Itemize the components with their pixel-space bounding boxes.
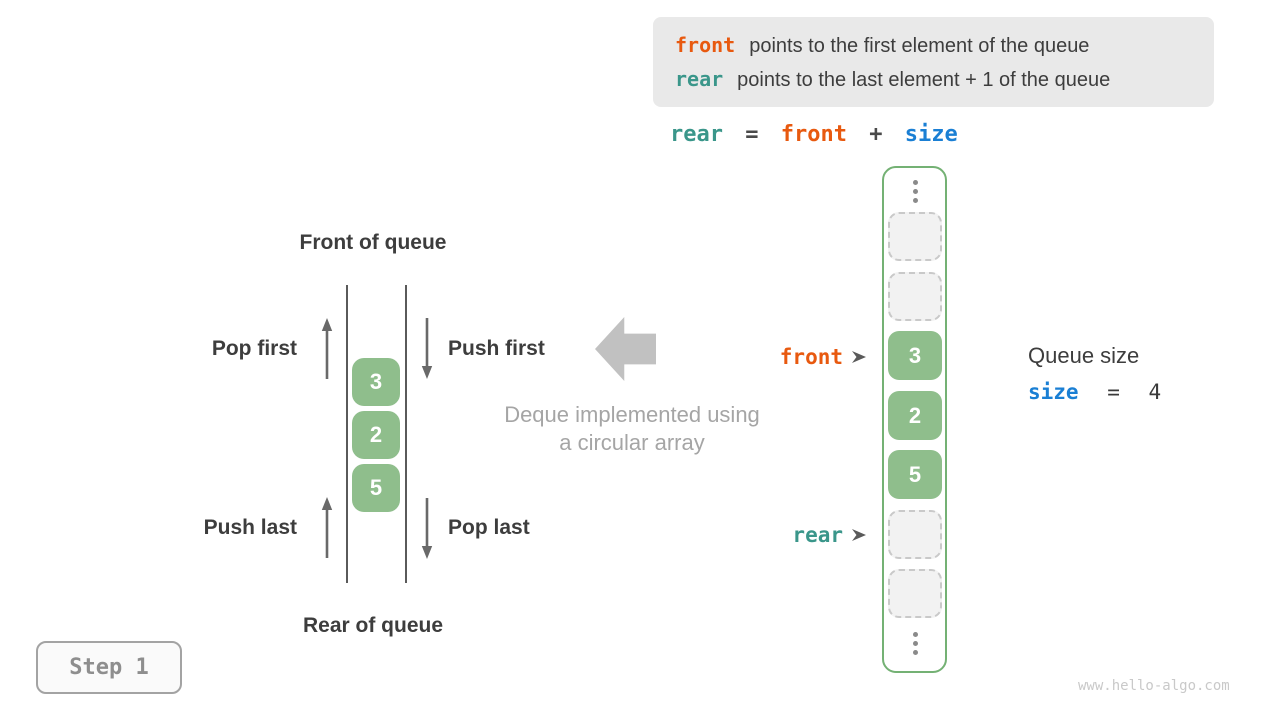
push-last-label: Push last	[203, 516, 297, 539]
queue-size-equation: size = 4	[1028, 380, 1161, 404]
rear-of-queue-label: Rear of queue	[302, 614, 444, 637]
watermark: www.hello-algo.com	[1078, 678, 1230, 694]
step-badge: Step 1	[36, 641, 182, 694]
array-cell-empty	[888, 569, 942, 618]
arrow-down-icon	[421, 498, 433, 559]
queue-channel-right-line	[405, 285, 407, 583]
rear-pointer-label: rear	[792, 523, 843, 547]
queue-cell: 3	[352, 358, 400, 406]
info-line-front: front points to the first element of the…	[675, 33, 1214, 58]
front-keyword: front	[675, 32, 736, 57]
size-equals: =	[1107, 380, 1120, 404]
big-left-arrow-icon	[595, 317, 656, 381]
ellipsis-bottom-icon	[888, 632, 942, 655]
formula-front: front	[780, 122, 847, 147]
pop-first-label: Pop first	[211, 337, 297, 360]
pop-last-label: Pop last	[448, 516, 530, 539]
caption-line-2: a circular array	[559, 430, 705, 455]
arrow-down-icon	[421, 318, 433, 379]
arrow-up-icon	[321, 318, 333, 379]
queue-size-title: Queue size	[1028, 343, 1140, 368]
array-cell-empty	[888, 272, 942, 321]
pointer-info-box: front points to the first element of the…	[653, 17, 1214, 107]
ellipsis-top-icon	[888, 180, 942, 203]
formula-rear: rear	[670, 122, 723, 147]
size-value: 4	[1148, 380, 1162, 404]
formula-size: size	[904, 122, 958, 147]
front-pointer-label: front	[779, 345, 843, 369]
array-cell-filled: 2	[888, 391, 942, 440]
array-cell-filled: 3	[888, 331, 942, 380]
array-cell-empty	[888, 510, 942, 559]
array-cell-empty	[888, 212, 942, 261]
array-cell-filled: 5	[888, 450, 942, 499]
push-first-label: Push first	[448, 337, 545, 360]
center-caption: Deque implemented using a circular array	[482, 401, 782, 457]
queue-channel-left-line	[346, 285, 348, 583]
queue-cell: 5	[352, 464, 400, 512]
rear-keyword: rear	[675, 66, 724, 91]
rear-description: points to the last element + 1 of the qu…	[737, 68, 1111, 91]
formula-plus: +	[869, 122, 883, 147]
front-of-queue-label: Front of queue	[299, 231, 447, 254]
rear-formula: rear = front + size	[670, 122, 958, 147]
caption-line-1: Deque implemented using	[504, 402, 760, 427]
size-variable: size	[1028, 380, 1079, 404]
rear-pointer-arrow-icon	[852, 529, 866, 541]
front-pointer-arrow-icon	[852, 351, 866, 363]
arrow-up-icon	[321, 497, 333, 558]
front-description: points to the first element of the queue	[749, 34, 1090, 57]
formula-equals: =	[745, 122, 759, 147]
info-line-rear: rear points to the last element + 1 of t…	[675, 67, 1214, 92]
queue-cell: 2	[352, 411, 400, 459]
